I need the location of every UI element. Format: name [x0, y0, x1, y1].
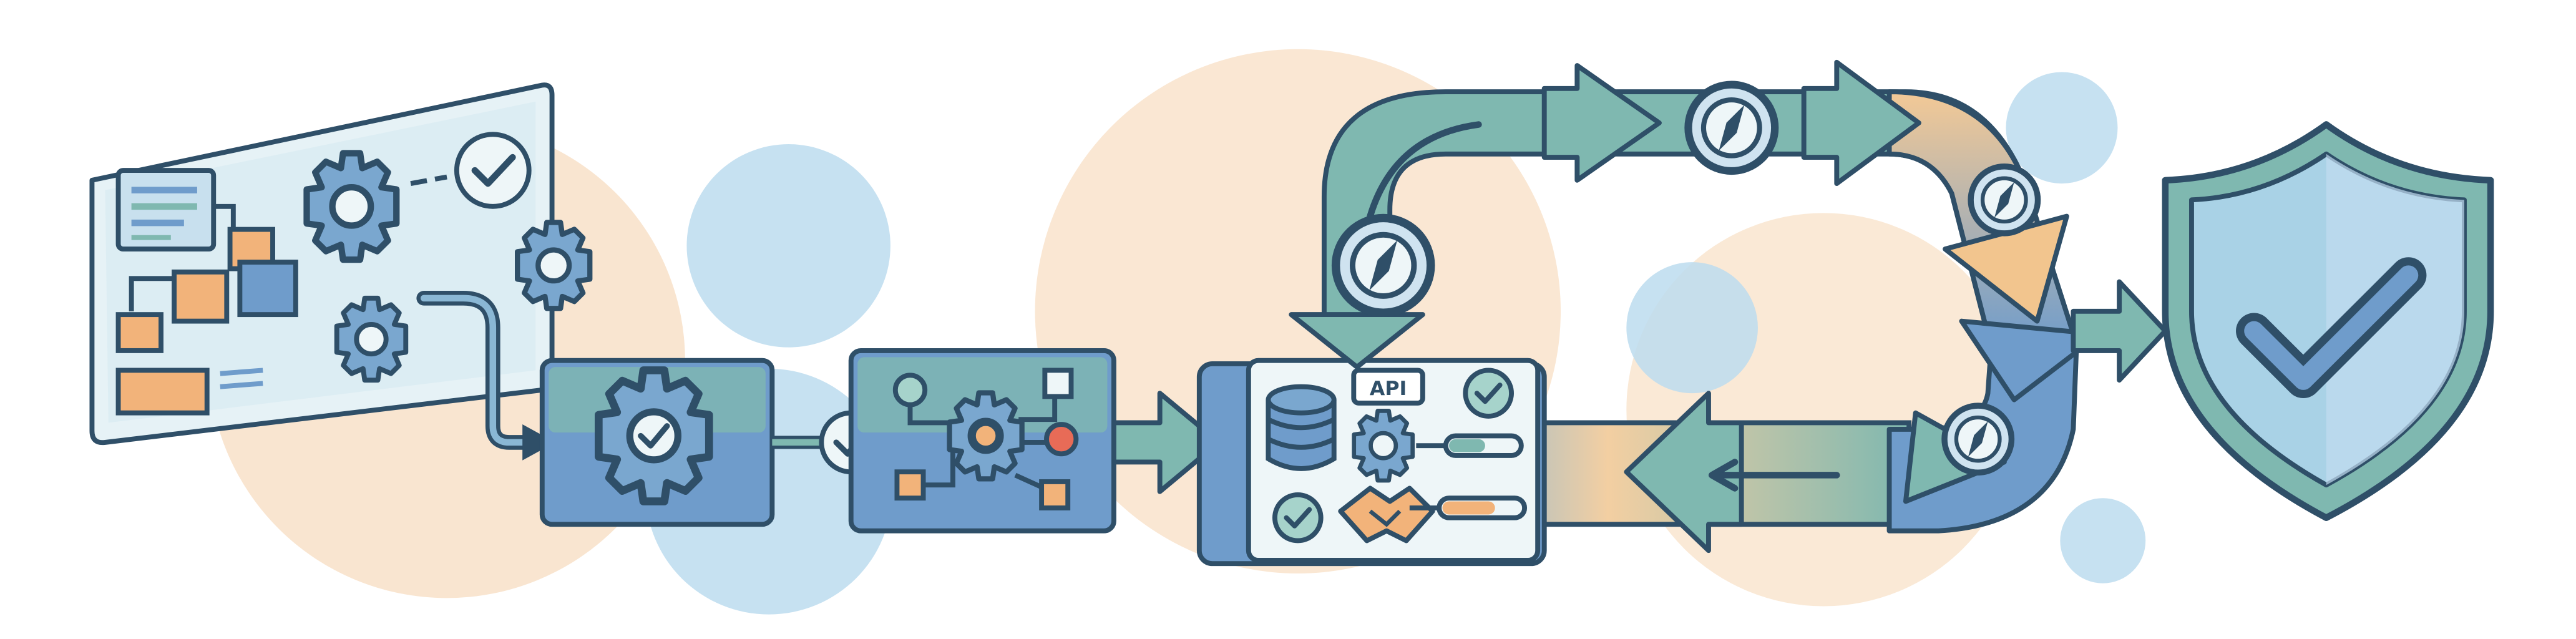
- checkmark-icon: [454, 132, 532, 209]
- arrow-icon: [2071, 279, 2168, 383]
- network-node: [892, 373, 928, 407]
- arrow-icon: [1541, 63, 1662, 183]
- arrow-icon: [1624, 391, 1744, 554]
- arrow-icon: [1801, 59, 1921, 187]
- handshake-icon: [1338, 485, 1435, 544]
- dashboard-screen-icon: [89, 82, 590, 446]
- gear-icon: [517, 222, 590, 308]
- background-circle: [2060, 498, 2146, 583]
- compass-icon: [1688, 85, 1775, 171]
- shield-check-icon: [2162, 121, 2494, 521]
- compass-icon: [1971, 167, 2037, 233]
- checkmark-icon: [1463, 368, 1514, 419]
- api-badge: API: [1351, 368, 1425, 406]
- network-node: [1039, 479, 1071, 510]
- arrow-icon: [522, 424, 555, 461]
- arrow-icon: [1111, 391, 1222, 494]
- panel-widget: [115, 368, 210, 416]
- network-node: [1044, 422, 1079, 457]
- compass-icon: [1336, 218, 1431, 313]
- database-icon: [1266, 384, 1337, 471]
- compass-icon: [1944, 406, 2011, 472]
- gear-icon: [1354, 411, 1413, 480]
- checkmark-icon: [638, 423, 670, 449]
- process-box-network: [848, 348, 1116, 534]
- background-circle: [2006, 72, 2118, 184]
- api-label: API: [1370, 378, 1407, 400]
- gear-icon: [307, 153, 397, 260]
- arrow-icon: [1959, 318, 2102, 402]
- process-box-gear: [539, 358, 775, 527]
- arrow-icon: [1289, 312, 1425, 370]
- network-node: [1042, 368, 1074, 399]
- integration-panel: API: [1196, 358, 1547, 567]
- network-node: [894, 469, 926, 501]
- cube-icon: [115, 227, 298, 353]
- background-circle: [1626, 262, 1758, 394]
- background-circle: [686, 144, 890, 348]
- checkmark-icon: [1272, 492, 1324, 544]
- gear-icon: [337, 298, 406, 380]
